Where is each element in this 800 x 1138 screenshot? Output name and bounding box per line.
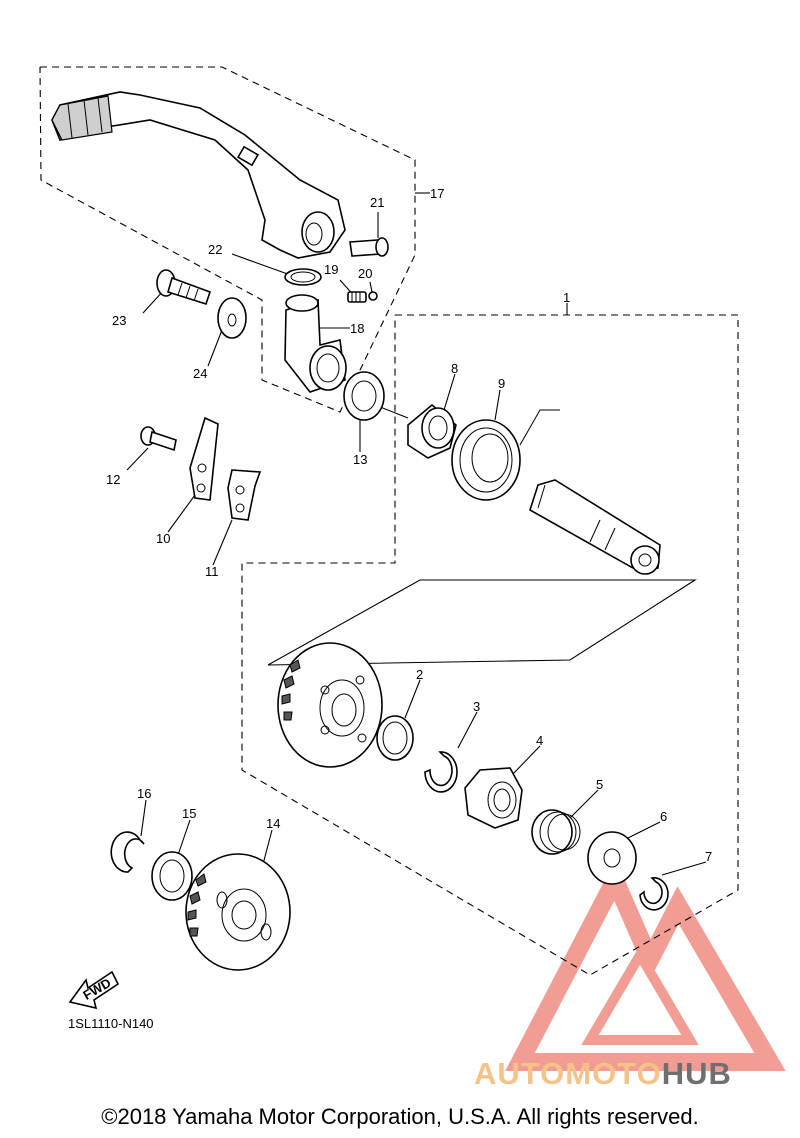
bolt-23 [156,269,212,305]
kick-axle-1 [529,479,661,575]
oil-seal-13 [343,371,385,421]
kick-gear [277,642,383,768]
callout-9: 9 [498,376,505,391]
washer-2 [376,715,414,761]
collar-8 [407,403,457,459]
fwd-arrow-icon: FWD [68,970,120,1010]
callout-6: 6 [660,809,667,824]
plate-10 [189,416,219,501]
callout-24: 24 [193,366,207,381]
leader-lines [126,192,707,876]
callout-2: 2 [416,667,423,682]
callout-22: 22 [208,242,222,257]
brand-part2: HUB [661,1056,732,1091]
kick-idle-gear-14 [185,853,291,971]
circlip-16 [110,831,145,873]
washer-6 [587,831,637,885]
kick-boss-18 [284,294,347,393]
callout-3: 3 [473,699,480,714]
circlip-3 [424,751,458,793]
callout-13: 13 [353,452,367,467]
callout-11: 11 [205,564,219,579]
bolt-21 [349,237,389,257]
callout-10: 10 [156,531,170,546]
callout-23: 23 [112,313,126,328]
callout-4: 4 [536,733,543,748]
brand-part1: AUTOMOTO [474,1056,662,1091]
washer-15 [151,851,193,901]
kick-lever-assy-outline [39,66,416,413]
callout-14: 14 [266,816,280,831]
callout-16: 16 [137,786,151,801]
ball-20 [368,291,378,301]
callout-20: 20 [358,266,372,281]
kick-lever [51,91,346,259]
diagram-code: 1SL1110-N140 [68,1016,154,1031]
spring-19 [347,291,367,303]
callout-21: 21 [370,195,384,210]
circlip-7 [639,877,669,911]
callout-18: 18 [350,321,364,336]
callout-12: 12 [106,472,120,487]
callout-8: 8 [451,361,458,376]
plate-11 [227,469,262,521]
watermark-logo [505,859,786,1071]
ratchet-4 [464,767,523,829]
kick-axle-assy-outline [241,314,739,976]
callout-17: 17 [430,186,444,201]
shaft-detail-box [267,579,697,666]
torsion-spring-9 [451,409,560,501]
callout-19: 19 [324,262,338,277]
callout-15: 15 [182,806,196,821]
brand-watermark: AUTOMOTOHUB [474,1056,732,1092]
spring-5 [531,809,581,855]
callout-1: 1 [563,290,570,305]
o-ring-22 [284,268,322,286]
bolt-12 [140,426,177,452]
callout-7: 7 [705,849,712,864]
washer-24 [217,297,247,339]
copyright-notice: ©2018 Yamaha Motor Corporation, U.S.A. A… [101,1104,699,1129]
callout-5: 5 [596,777,603,792]
